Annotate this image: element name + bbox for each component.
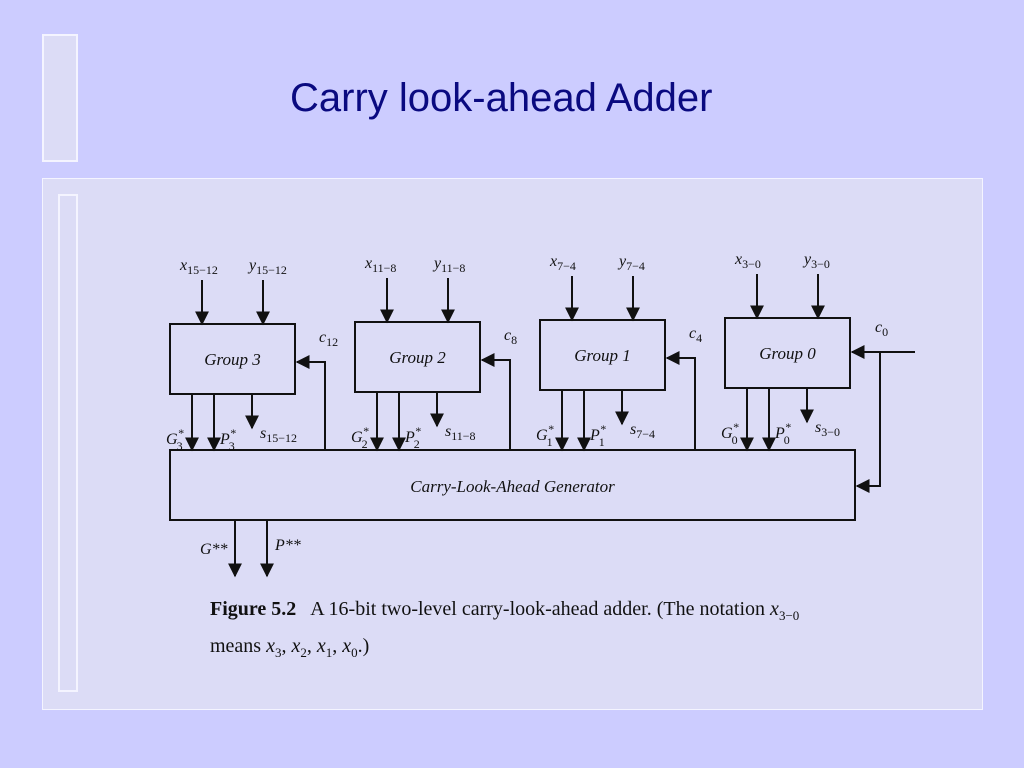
cla-diagram: Group 3 x15−12 y15−12G*3 P*3 s15−12 c12Group …	[166, 251, 915, 578]
group-2-g-label: G*2	[351, 424, 369, 451]
sub-1: 1	[325, 645, 333, 660]
group-1-p-label: P*1	[589, 422, 606, 449]
var-x0: x	[342, 635, 352, 657]
group-3-label: Group 3	[204, 350, 261, 369]
group-0-y-label: y3−0	[802, 251, 830, 271]
group-1-label: Group 1	[574, 346, 631, 365]
figure-label: Figure 5.2	[210, 598, 297, 620]
group-1-y-label: y7−4	[617, 253, 645, 273]
group-3-x-label: x15−12	[179, 257, 218, 277]
generator-label: Carry-Look-Ahead Generator	[410, 477, 615, 496]
carry-lookahead-generator-box	[169, 449, 856, 521]
group-0-s-label: s3−0	[815, 419, 840, 439]
group-2-y-label: y11−8	[432, 255, 465, 275]
figure-caption: Figure 5.2 A 16-bit two-level carry-look…	[210, 594, 910, 668]
group-0-box	[724, 317, 851, 389]
group-1-box	[539, 319, 666, 391]
group-2-p-label: P*2	[404, 424, 421, 451]
group-0-g-label: G*0	[721, 420, 739, 447]
decorative-bar-inner	[58, 194, 78, 692]
g-double-star-label: G**	[200, 541, 228, 558]
group-3-box	[169, 323, 296, 395]
sub-2: 2	[300, 645, 307, 660]
sub-3: 3	[274, 645, 282, 660]
decorative-bar-top	[42, 34, 78, 162]
group-2-box	[354, 321, 481, 393]
group-3-p-label: P*3	[219, 426, 236, 453]
group-1-s-label: s7−4	[630, 421, 655, 441]
caption-text: A 16-bit two-level carry-look-ahead adde…	[310, 598, 766, 620]
group-2-carry-arrow	[480, 353, 511, 450]
var-x2: x	[291, 635, 301, 657]
group-0-carry-label: c0	[875, 319, 888, 339]
caption-means: means	[210, 635, 262, 657]
caption-suffix: .)	[357, 635, 370, 657]
caption-line-2: means x3, x2, x1, x0.)	[210, 635, 370, 660]
notation-var: x	[770, 598, 779, 620]
group-0-label: Group 0	[759, 344, 816, 363]
p-double-star-label: P**	[274, 537, 301, 554]
caption-line-1: Figure 5.2 A 16-bit two-level carry-look…	[210, 594, 910, 631]
sub-0: 0	[351, 645, 358, 660]
group-1-carry-arrow	[665, 351, 696, 450]
group-0-x-label: x3−0	[734, 251, 761, 271]
var-x1: x	[316, 635, 326, 657]
var-x3: x	[266, 635, 275, 657]
group-3-y-label: y15−12	[247, 257, 287, 277]
group-1-g-label: G*1	[536, 422, 554, 449]
group-1-x-label: x7−4	[549, 253, 576, 273]
group-0-p-label: P*0	[774, 420, 791, 447]
group-2-carry-label: c8	[504, 327, 517, 347]
group-1-carry-label: c4	[689, 325, 702, 345]
group-2-s-label: s11−8	[445, 423, 476, 443]
group-2-x-label: x11−8	[364, 255, 396, 275]
c0-to-generator-arrow	[855, 352, 881, 493]
group-3-carry-label: c12	[319, 329, 338, 349]
group-3-s-label: s15−12	[260, 425, 297, 445]
notation-sub: 3−0	[778, 608, 800, 623]
group-3-g-label: G*3	[166, 426, 184, 453]
group-2-label: Group 2	[389, 348, 446, 367]
slide-title: Carry look-ahead Adder	[290, 76, 713, 120]
group-3-carry-arrow	[295, 355, 326, 450]
